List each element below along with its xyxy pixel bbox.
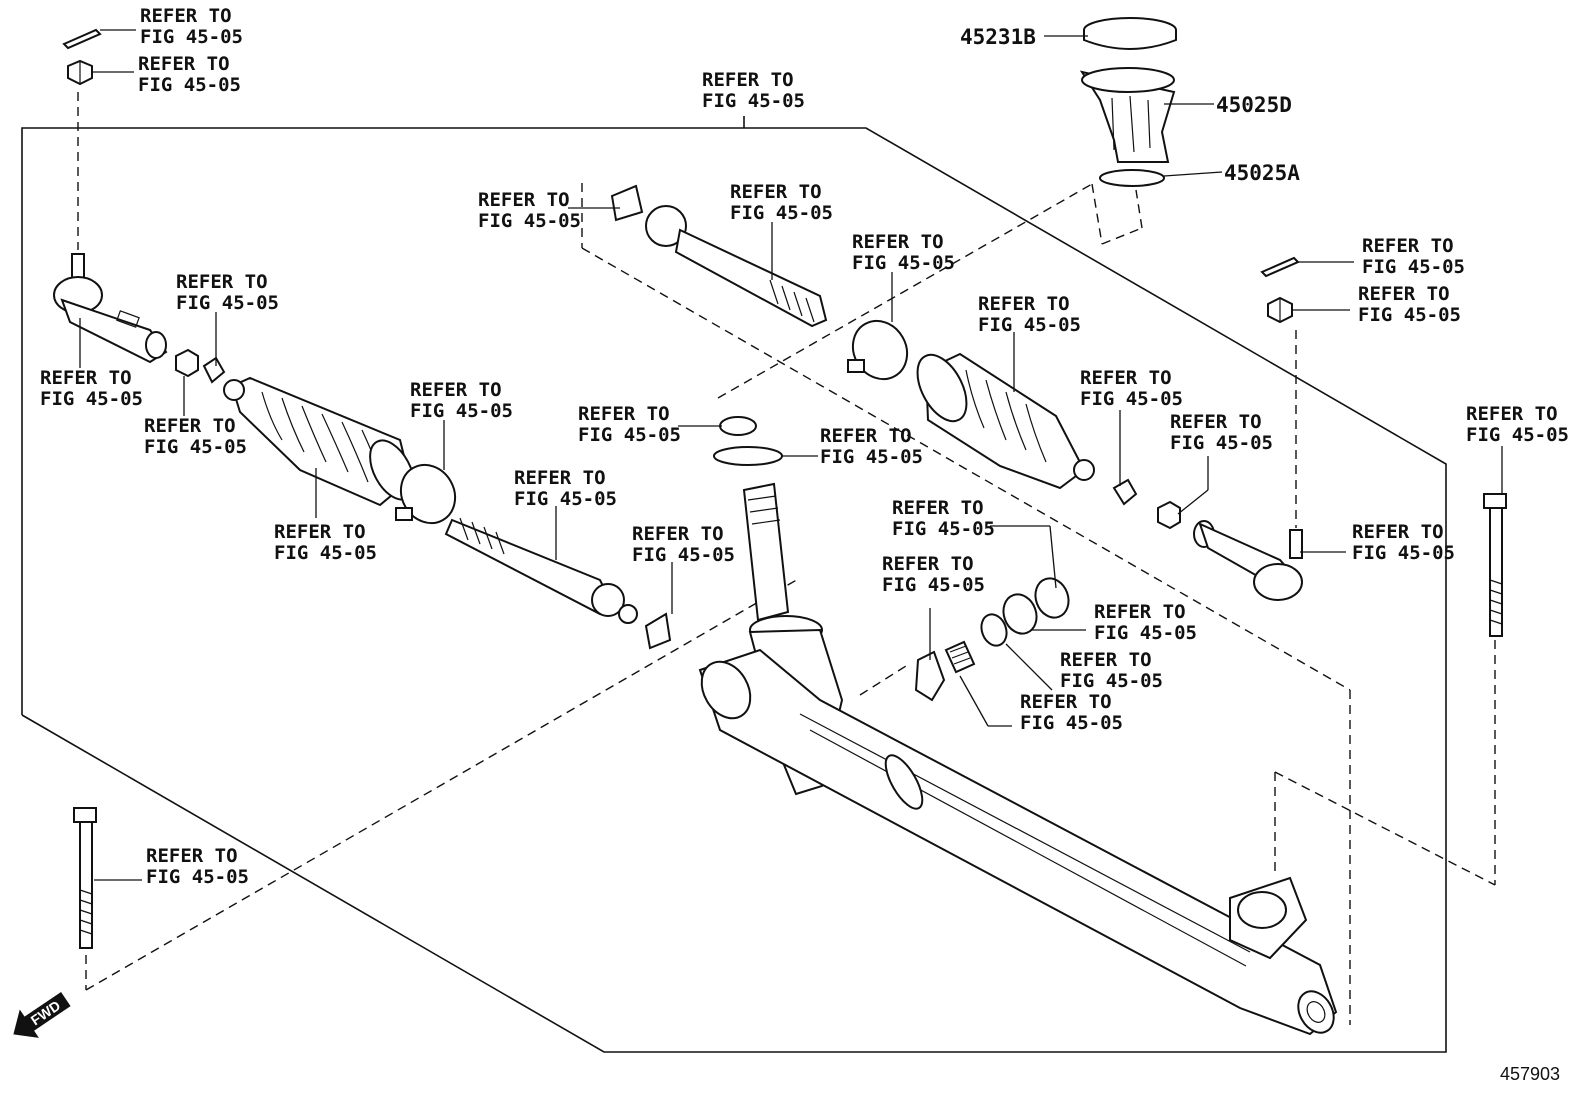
- right-mounting-bolt: [1483, 493, 1507, 637]
- left-inner-tie-rod: [444, 517, 638, 624]
- right-rack-boot: [916, 352, 1095, 490]
- right-small-clip: [1112, 478, 1138, 506]
- left-small-clip: [202, 356, 226, 384]
- left-tie-rod-end: [53, 253, 168, 364]
- figure-number: 457903: [1500, 1064, 1560, 1084]
- left-lock-washer: [644, 612, 672, 650]
- rack-guide: [914, 650, 946, 702]
- fwd-arrow: FWD: [13, 992, 71, 1038]
- part-drawings: [53, 17, 1507, 1036]
- rack-guide-nut: [1002, 593, 1038, 635]
- rack-guide-o-ring: [980, 613, 1008, 647]
- left-cotter-pin: [62, 28, 102, 50]
- left-mounting-bolt: [73, 807, 97, 949]
- assembly-frame: [21, 116, 1447, 1053]
- part-number-45231b: 45231B: [960, 25, 1036, 49]
- alignment-lines: [77, 92, 1496, 1025]
- part-number-45025a: 45025A: [1224, 161, 1300, 185]
- rack-guide-lock-nut: [1034, 577, 1070, 619]
- left-nut: [67, 59, 93, 86]
- leader-lines: [79, 29, 1503, 881]
- part-number-45025d: 45025D: [1216, 93, 1292, 117]
- right-lock-nut: [1157, 500, 1181, 530]
- right-cotter-pin: [1260, 256, 1300, 278]
- rack-guide-spring: [944, 640, 976, 674]
- right-nut: [1267, 296, 1293, 324]
- pinion-seal: [719, 416, 757, 436]
- pinion-o-ring: [713, 446, 783, 466]
- right-boot-clamp: [847, 319, 909, 381]
- left-boot-clamp: [395, 463, 457, 525]
- column-cover-45025d: [1079, 67, 1176, 163]
- bearing-45231b: [1083, 17, 1177, 50]
- left-lock-nut: [175, 348, 199, 378]
- fwd-arrow-icon: [13, 992, 71, 1038]
- cover-seal-45025a: [1099, 169, 1165, 187]
- steering-gear-housing: [698, 482, 1338, 1036]
- right-tie-rod-end: [1193, 520, 1303, 601]
- part-number-labels: 45231B 45025D 45025A: [960, 25, 1300, 185]
- right-inner-tie-rod: [610, 184, 828, 328]
- left-rack-boot: [223, 376, 415, 507]
